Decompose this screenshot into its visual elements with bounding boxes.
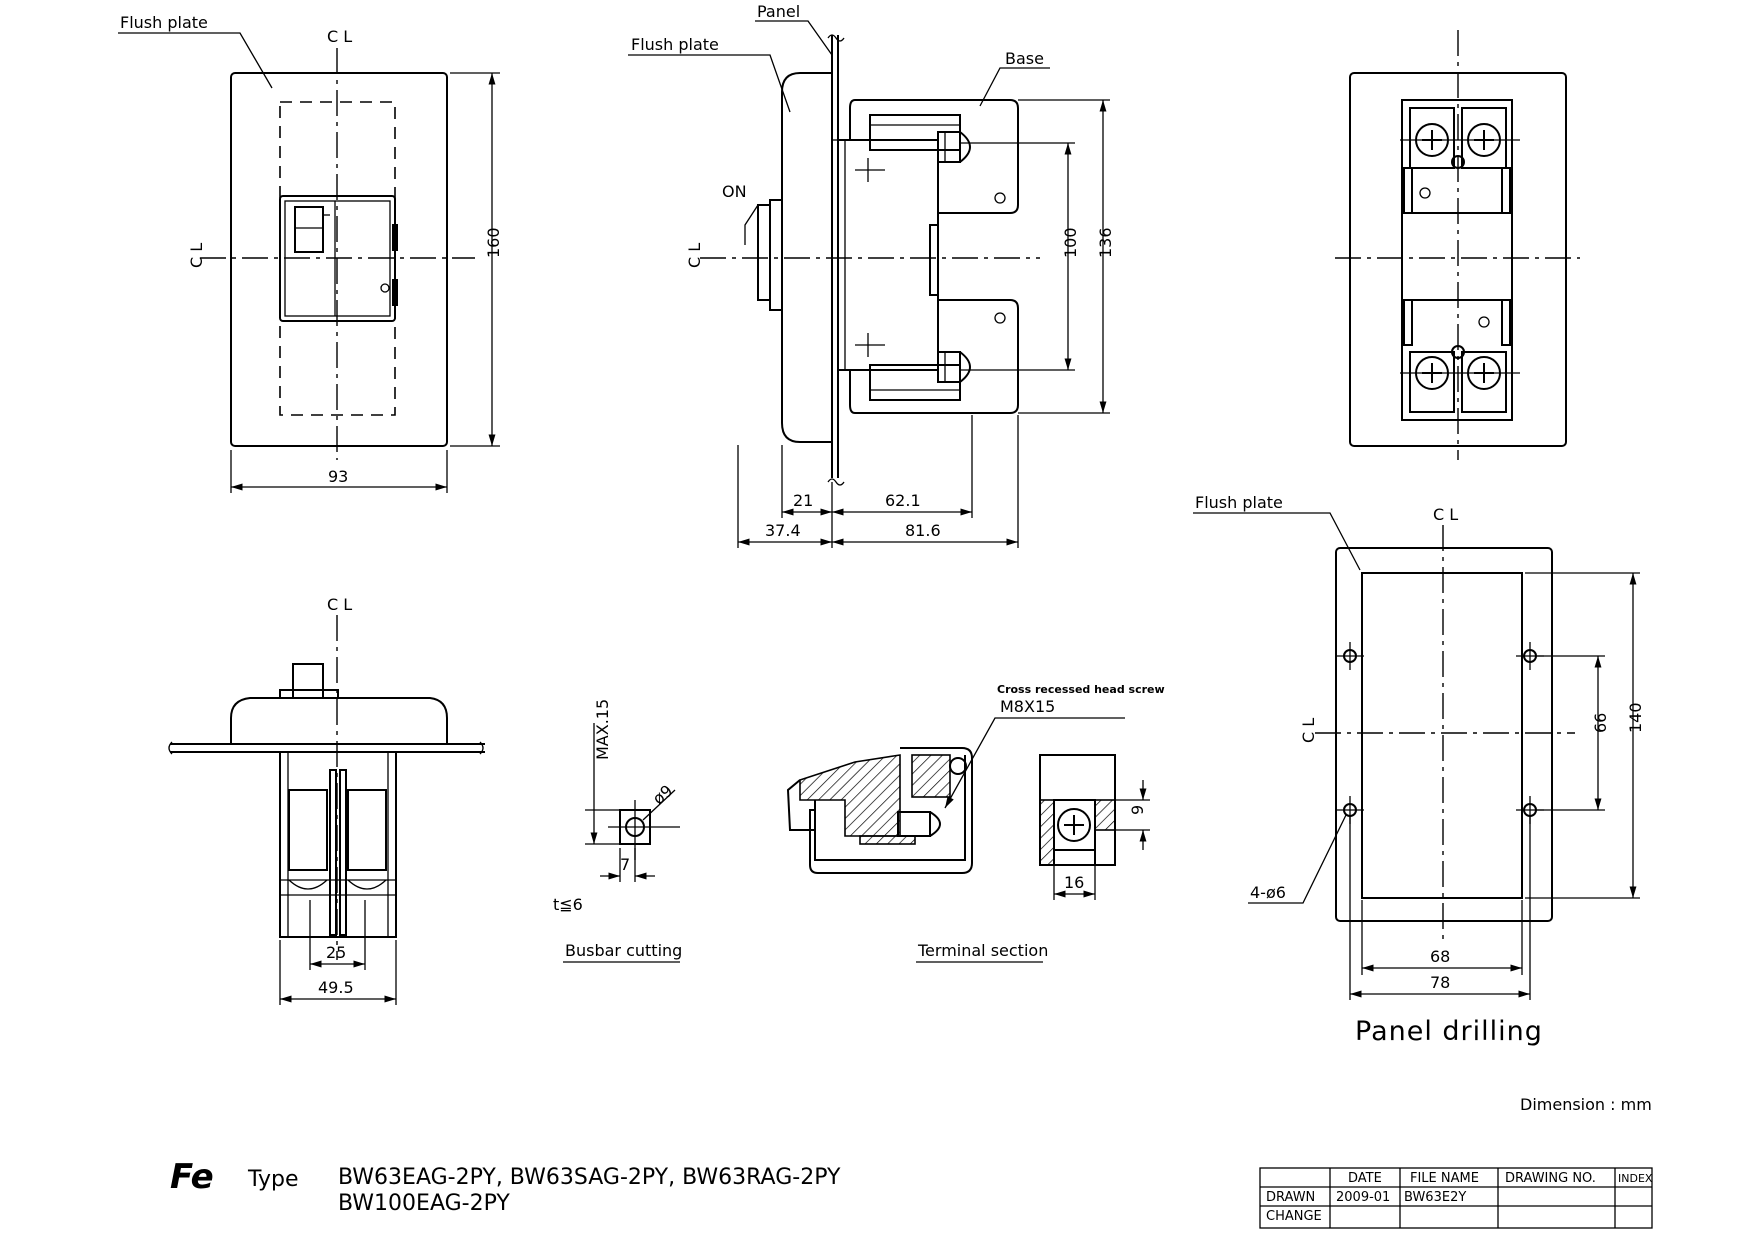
term-dim-16: 16 — [1064, 873, 1084, 892]
terminal-section-detail: Cross recessed head screw M8X15 9 16 Ter… — [786, 683, 1165, 963]
screw-title-label: Cross recessed head screw — [997, 683, 1165, 696]
header-index: INDEX — [1618, 1172, 1653, 1185]
side-view: C L 100 136 21 62.1 37.4 81.6 Panel Flus… — [628, 2, 1115, 548]
dim-side-21: 21 — [793, 491, 813, 510]
drill-dim-66: 66 — [1591, 713, 1610, 733]
front-view: C L C L Flush plate 93 160 — [118, 13, 503, 493]
dim-side-136: 136 — [1096, 227, 1115, 258]
dimension-unit-label: Dimension : mm — [1520, 1095, 1652, 1114]
panel-label: Panel — [757, 2, 800, 21]
flush-plate-side-label: Flush plate — [631, 35, 719, 54]
base-label: Base — [1005, 49, 1044, 68]
busbar-dia9-label: ø9 — [649, 781, 677, 808]
flush-plate-front-label: Flush plate — [120, 13, 208, 32]
dim-bottom-25: 25 — [326, 943, 346, 962]
header-file-name: FILE NAME — [1410, 1171, 1479, 1186]
panel-drilling-view: C L C L Flush plate 4-ø6 66 140 68 78 Pa… — [1193, 493, 1645, 1047]
front-centerline-top: C L — [327, 27, 352, 46]
header-date: DATE — [1348, 1171, 1382, 1186]
drill-dim-140: 140 — [1626, 702, 1645, 733]
dim-side-81-6: 81.6 — [905, 521, 941, 540]
busbar-max-label: MAX.15 — [593, 699, 612, 760]
type-block: Fe Type BW63EAG-2PY, BW63SAG-2PY, BW63RA… — [170, 1157, 841, 1216]
row-drawn-file: BW63E2Y — [1404, 1190, 1466, 1205]
row-drawn-date: 2009-01 — [1336, 1190, 1390, 1205]
row-change-label: CHANGE — [1266, 1209, 1322, 1224]
side-centerline: C L — [685, 243, 704, 268]
dim-front-height: 160 — [484, 227, 503, 258]
screw-size-label: M8X15 — [1000, 697, 1055, 716]
busbar-thickness: t≦6 — [553, 895, 583, 914]
busbar-cutting-title: Busbar cutting — [565, 941, 682, 960]
term-dim-9: 9 — [1128, 805, 1147, 815]
models-line-1: BW63EAG-2PY, BW63SAG-2PY, BW63RAG-2PY — [338, 1165, 841, 1190]
hole-spec-label: 4-ø6 — [1250, 883, 1286, 902]
bottom-centerline: C L — [327, 595, 352, 614]
fe-logo: Fe — [170, 1157, 214, 1197]
drill-centerline-top: C L — [1433, 505, 1458, 524]
dim-front-width: 93 — [328, 467, 348, 486]
drill-centerline-left: C L — [1299, 718, 1318, 743]
rear-view — [1335, 30, 1580, 460]
title-table: DATE FILE NAME DRAWING NO. INDEX DRAWN 2… — [1259, 1167, 1653, 1229]
busbar-dim-7: 7 — [620, 855, 630, 874]
drill-dim-68: 68 — [1430, 947, 1450, 966]
flush-plate-drill-label: Flush plate — [1195, 493, 1283, 512]
type-label: Type — [247, 1167, 299, 1192]
models-line-2: BW100EAG-2PY — [338, 1191, 510, 1216]
front-centerline-left: C L — [187, 243, 206, 268]
dim-bottom-49-5: 49.5 — [318, 978, 354, 997]
panel-drilling-title: Panel drilling — [1355, 1016, 1543, 1047]
dim-side-100: 100 — [1061, 227, 1080, 258]
busbar-cutting-detail: MAX.15 ø9 7 t≦6 Busbar cutting — [553, 699, 682, 963]
bottom-view: C L 25 49.5 — [168, 595, 485, 1005]
terminal-section-title: Terminal section — [917, 941, 1048, 960]
row-drawn-label: DRAWN — [1266, 1190, 1315, 1205]
header-drawing-no: DRAWING NO. — [1505, 1171, 1596, 1186]
dim-side-37-4: 37.4 — [765, 521, 801, 540]
dim-side-62-1: 62.1 — [885, 491, 921, 510]
on-label: ON — [722, 182, 747, 201]
drill-dim-78: 78 — [1430, 973, 1450, 992]
